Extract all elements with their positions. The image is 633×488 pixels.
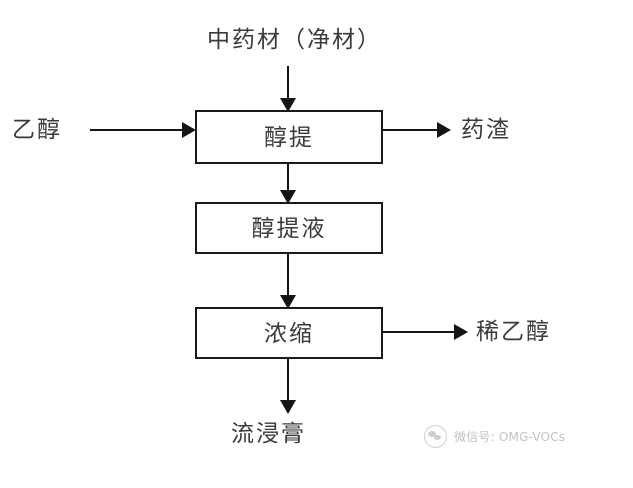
connector-concentrate-to-dilute-ethanol	[383, 331, 458, 333]
arrow-down-icon-concentrate	[280, 295, 296, 309]
input-label-ethanol: 乙醇	[12, 117, 62, 142]
connector-concentrate-to-fluid-extract	[287, 359, 289, 404]
process-node-extraction-label: 醇提	[264, 124, 314, 150]
output-label-residue: 药渣	[461, 117, 511, 142]
connector-extract-to-concentrate	[287, 254, 289, 301]
process-node-extract[interactable]: 醇提液	[195, 202, 383, 254]
arrow-down-icon-extract	[280, 190, 296, 204]
process-node-extraction[interactable]: 醇提	[195, 110, 383, 164]
connector-material-to-extraction	[287, 66, 289, 104]
wechat-logo-icon	[424, 425, 447, 448]
input-label-material: 中药材（净材）	[207, 27, 382, 52]
process-node-extract-label: 醇提液	[251, 215, 327, 241]
output-label-fluid-extract: 流浸膏	[231, 421, 306, 446]
arrow-down-icon-material	[280, 98, 296, 112]
connector-extraction-to-extract	[287, 164, 289, 196]
arrow-down-icon-fluid-extract	[280, 400, 296, 414]
watermark: 微信号: OMG-VOCs	[424, 425, 565, 448]
arrow-right-icon-residue	[437, 122, 451, 138]
watermark-text: 微信号: OMG-VOCs	[454, 430, 566, 444]
output-label-dilute-ethanol: 稀乙醇	[476, 319, 551, 344]
connector-extraction-to-residue	[383, 129, 441, 131]
arrow-right-icon-ethanol	[182, 122, 196, 138]
process-node-concentrate[interactable]: 浓缩	[195, 307, 383, 359]
arrow-right-icon-dilute-ethanol	[454, 324, 468, 340]
connector-ethanol-to-extraction	[90, 129, 190, 131]
process-node-concentrate-label: 浓缩	[264, 320, 314, 346]
